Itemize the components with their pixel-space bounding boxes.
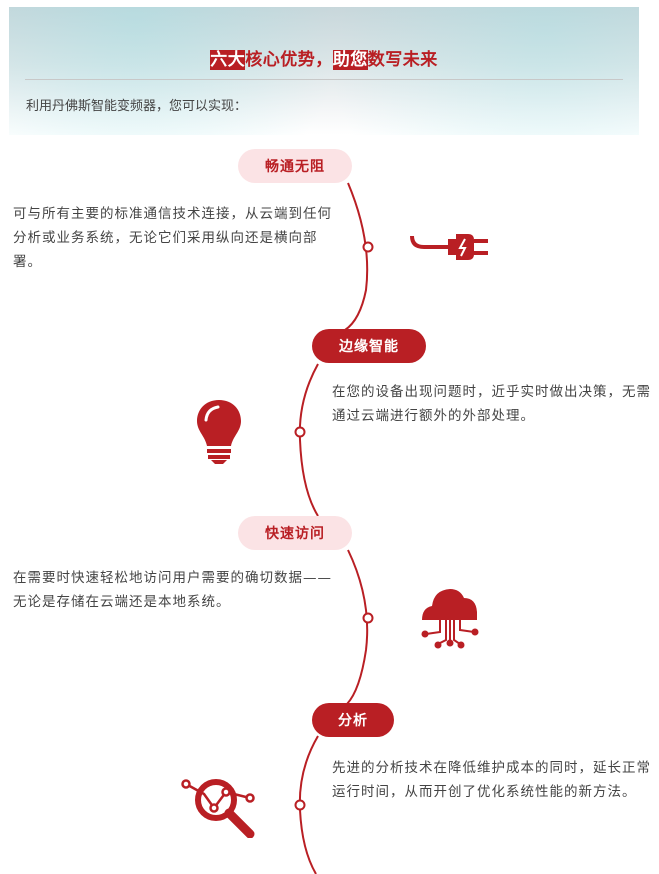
desc-item-1: 可与所有主要的标准通信技术连接，从云端到任何分析或业务系统，无论它们采用纵向还是…: [13, 206, 332, 270]
analytics-magnifier-icon: [181, 779, 255, 838]
title-highlight-2: 助您: [332, 50, 368, 70]
timeline-node: [294, 799, 306, 811]
page-title: 六大核心优势，助您数写未来: [9, 45, 639, 70]
lightbulb-icon: [197, 400, 241, 464]
timeline-node: [362, 241, 374, 253]
timeline-node: [362, 612, 374, 624]
timeline-node: [294, 426, 306, 438]
pill-item-3: 快速访问: [238, 516, 352, 550]
plug-icon: [410, 234, 488, 260]
pill-item-2: 边缘智能: [312, 329, 426, 363]
divider: [25, 79, 623, 80]
intro-text: 利用丹佛斯智能变频器，您可以实现：: [26, 99, 248, 114]
desc-item-2: 在您的设备出现问题时，近乎实时做出决策，无需通过云端进行额外的外部处理。: [332, 384, 651, 424]
header-banner: 六大核心优势，助您数写未来 利用丹佛斯智能变频器，您可以实现：: [9, 7, 639, 135]
cloud-network-icon: [421, 589, 479, 649]
title-highlight-1: 六大: [210, 50, 246, 70]
title-mid: 核心优势，: [245, 50, 333, 70]
pill-item-4: 分析: [312, 703, 394, 737]
desc-item-3: 在需要时快速轻松地访问用户需要的确切数据——无论是存储在云端还是本地系统。: [13, 570, 332, 610]
pill-item-1: 畅通无阻: [238, 149, 352, 183]
title-end: 数写未来: [367, 50, 438, 70]
desc-item-4: 先进的分析技术在降低维护成本的同时，延长正常运行时间，从而开创了优化系统性能的新…: [332, 760, 651, 800]
